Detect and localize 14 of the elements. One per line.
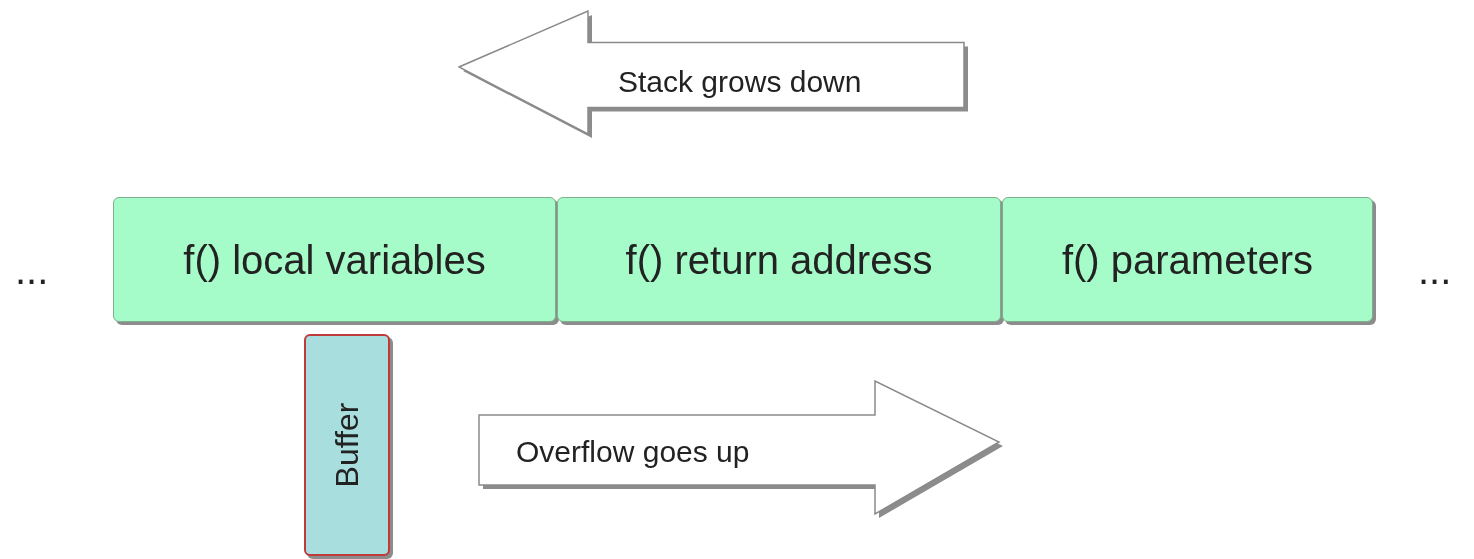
block-arrow bbox=[458, 10, 970, 140]
box-text: f() return address bbox=[625, 236, 933, 284]
stack-frame-box bbox=[113, 197, 556, 322]
buffer-box bbox=[304, 334, 390, 556]
block-arrow bbox=[478, 380, 1005, 520]
ellipsis-text: ... bbox=[1418, 247, 1452, 294]
stack-frame-box bbox=[1002, 197, 1373, 322]
buffer-text: Buffer bbox=[331, 402, 363, 488]
arrow-text: Overflow goes up bbox=[516, 437, 750, 467]
box-text: f() local variables bbox=[183, 236, 486, 284]
arrow-text: Stack grows down bbox=[618, 67, 862, 97]
box-text: f() parameters bbox=[1061, 236, 1314, 284]
stack-frame-box bbox=[557, 197, 1001, 322]
ellipsis-text: ... bbox=[15, 247, 49, 294]
